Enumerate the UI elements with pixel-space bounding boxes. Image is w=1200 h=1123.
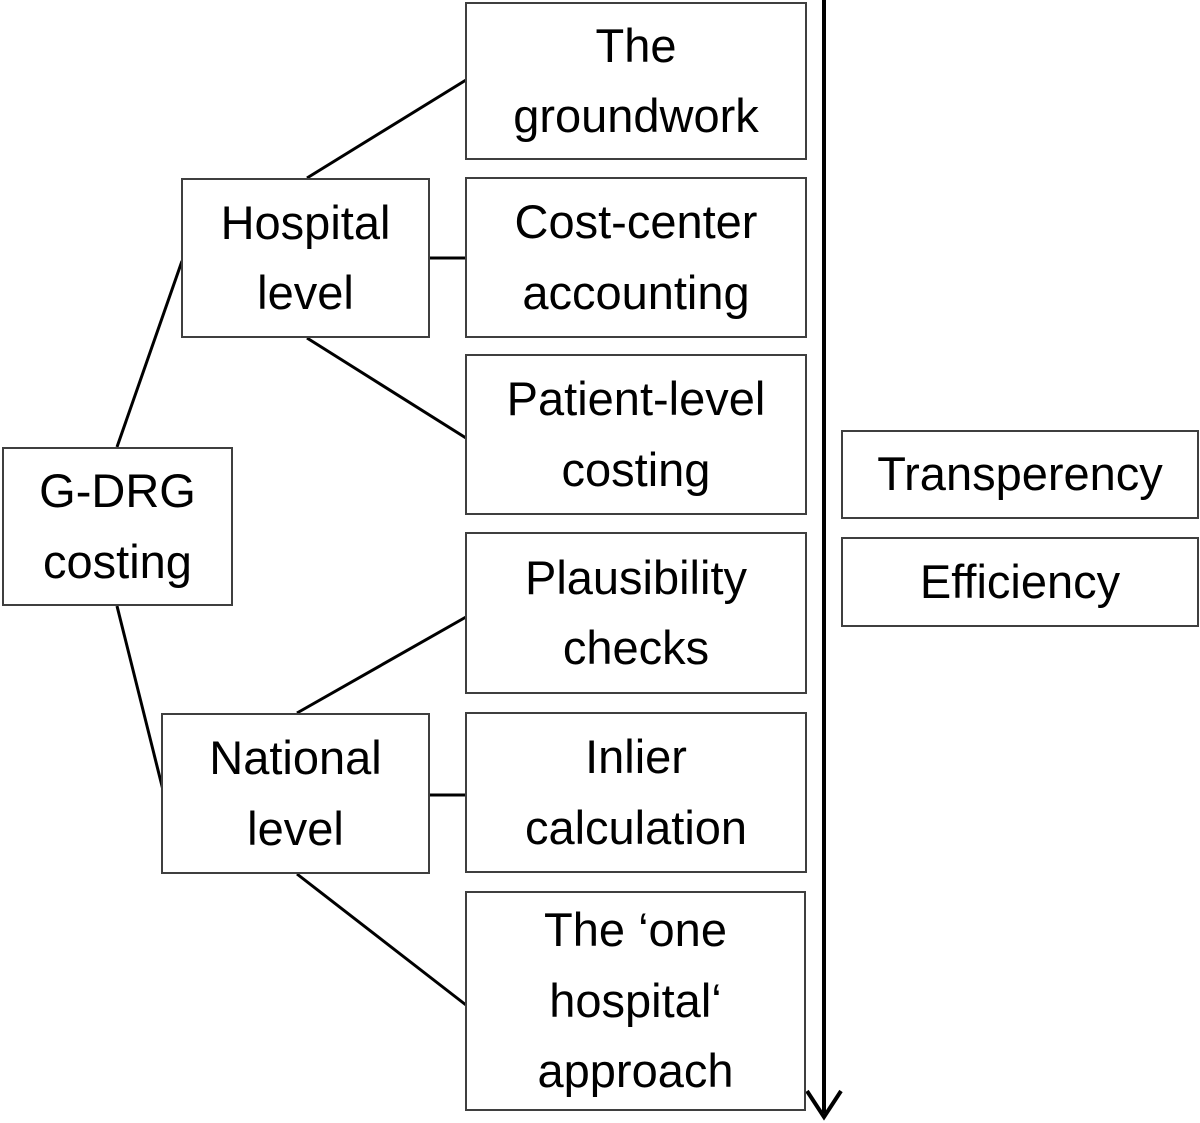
node-hospital-level: Hospital level — [181, 178, 430, 338]
down-arrow-icon — [805, 0, 843, 1121]
node-the-groundwork-label: The groundwork — [513, 18, 759, 143]
node-transperency: Transperency — [841, 430, 1199, 519]
node-g-drg-costing: G-DRG costing — [2, 447, 233, 606]
node-cost-center-accounting-label: Cost-center accounting — [514, 195, 758, 319]
node-plausibility-checks-label: Plausibility checks — [524, 550, 748, 675]
connector-line — [306, 78, 467, 180]
node-one-hospital-approach-label: The ‘one hospital‘ approach — [537, 903, 734, 1098]
node-patient-level-costing: Patient-level costing — [465, 354, 807, 515]
connector-line — [306, 336, 467, 440]
node-g-drg-costing-label: G-DRG costing — [39, 464, 196, 588]
node-efficiency: Efficiency — [841, 537, 1199, 627]
node-patient-level-costing-label: Patient-level costing — [506, 372, 766, 496]
node-national-level: National level — [161, 713, 430, 874]
node-inlier-calculation: Inlier calculation — [465, 712, 807, 873]
node-inlier-calculation-label: Inlier calculation — [524, 730, 748, 854]
node-cost-center-accounting: Cost-center accounting — [465, 177, 807, 338]
connector-line — [115, 260, 184, 448]
node-efficiency-label: Efficiency — [919, 554, 1121, 608]
node-one-hospital-approach: The ‘one hospital‘ approach — [465, 891, 806, 1111]
node-national-level-label: National level — [209, 731, 382, 855]
node-the-groundwork: The groundwork — [465, 2, 807, 160]
connector-line — [296, 872, 467, 1007]
node-hospital-level-label: Hospital level — [220, 195, 391, 320]
connector-line — [115, 605, 165, 791]
node-transperency-label: Transperency — [877, 447, 1163, 501]
connector-line — [296, 615, 467, 715]
node-plausibility-checks: Plausibility checks — [465, 532, 807, 694]
